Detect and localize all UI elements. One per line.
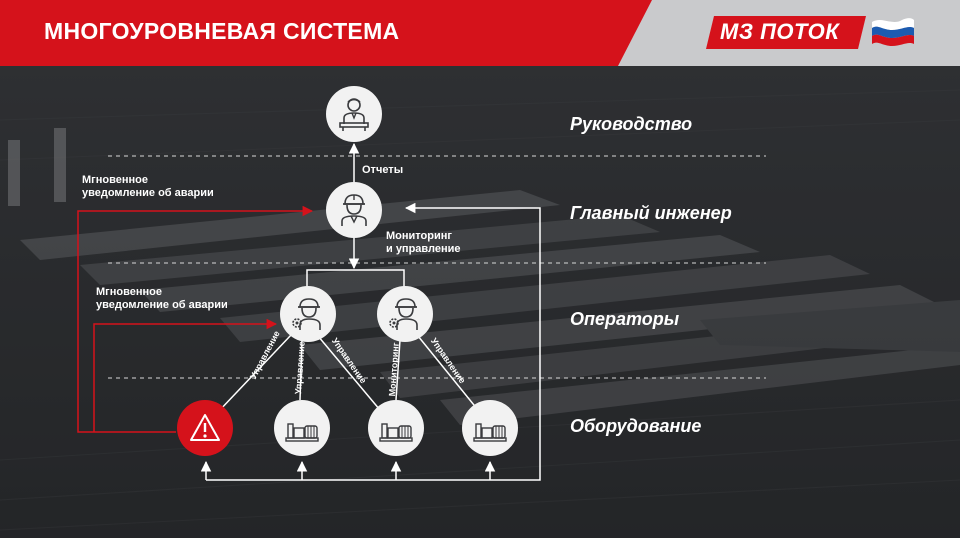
engineer-icon [341,194,367,226]
operator-node-1[interactable] [280,286,336,342]
level-management: Руководство [570,114,693,134]
monitoring-control-line1: Мониторинг [386,230,452,242]
operator-icon [389,298,418,330]
alarm-icon [190,414,220,441]
page-title: МНОГОУРОВНЕВАЯ СИСТЕМА [44,18,400,44]
chief-engineer-node[interactable] [326,182,382,238]
alarm-node[interactable] [177,400,233,456]
level-equipment: Оборудование [570,416,702,436]
equipment-node-1[interactable] [274,400,330,456]
level-operators: Операторы [570,309,680,329]
flag-icon [872,18,914,46]
alarm-notice-top-line2: уведомление об аварии [82,187,214,199]
manager-icon [339,98,369,131]
alarm-notice-label-mid: Мгновенное уведомление об аварии [96,286,228,312]
equipment-node-2[interactable] [368,400,424,456]
monitoring-control-line2: и управление [386,243,461,255]
pump-icon [285,423,319,442]
management-node[interactable] [326,86,382,142]
alarm-notice-label-top: Мгновенное уведомление об аварии [82,174,214,200]
pump-icon [473,423,507,442]
equipment-node-3[interactable] [462,400,518,456]
monitoring-control-label: Мониторинг и управление [386,230,461,256]
pump-icon [379,423,413,442]
level-chief-engineer: Главный инженер [570,203,732,223]
alarm-notice-mid-line2: уведомление об аварии [96,299,228,311]
reports-label: Отчеты [362,164,404,176]
alarm-notice-mid-line1: Мгновенное [96,286,162,298]
alarm-notice-top-line1: Мгновенное [82,174,148,186]
operator-icon [292,298,321,330]
logo-badge [706,16,866,49]
logo-text: МЗ ПОТОК [720,19,840,44]
operator-node-2[interactable] [377,286,433,342]
